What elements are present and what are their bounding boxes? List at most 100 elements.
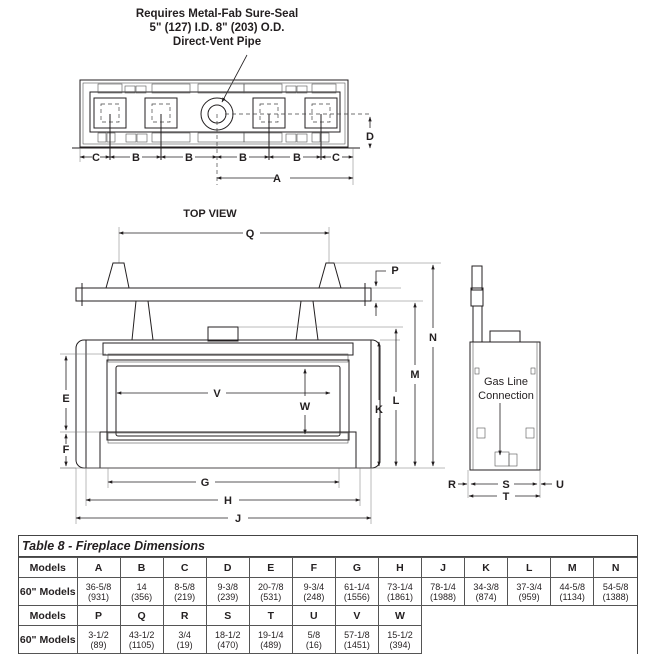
value-inches: 15-1/2	[387, 629, 413, 640]
value-inches: 3/4	[178, 629, 191, 640]
value-mm: (531)	[260, 591, 282, 602]
vent-callout-line-2: 5" (127) I.D. 8" (203) O.D.	[150, 22, 285, 34]
dim-label-f: F	[63, 444, 70, 456]
top-plan-view: Requires Metal-Fab Sure-Seal 5" (127) I.…	[72, 8, 374, 185]
value-inches: 8-5/8	[174, 581, 195, 592]
top-frame-outer	[79, 79, 349, 148]
value-cell-c: 8-5/8(219)	[162, 577, 207, 606]
value-mm: (356)	[131, 591, 153, 602]
value-cell-f: 9-3/4(248)	[291, 577, 336, 606]
value-mm: (19)	[176, 639, 193, 650]
value-cell-w: 15-1/2(394)	[377, 625, 422, 654]
header-cell-t: T	[248, 605, 293, 626]
dim-label-a: A	[273, 173, 281, 185]
header-cell-b: B	[119, 557, 164, 578]
value-inches: 5/8	[307, 629, 321, 640]
row-label: 60" Models	[19, 625, 78, 654]
header-cell-models: Models	[19, 557, 78, 578]
dim-label-p: P	[391, 265, 398, 277]
value-cell-n: 54-5/8(1388)	[593, 577, 637, 606]
header-cell-l: L	[507, 557, 552, 578]
value-mm: (931)	[88, 591, 110, 602]
value-cell-u: 5/8(16)	[291, 625, 336, 654]
dim-label-w: W	[300, 401, 311, 413]
dim-label-b-4: B	[293, 152, 301, 164]
header-cell-j: J	[420, 557, 466, 578]
vent-callout-line-3: Direct-Vent Pipe	[173, 36, 261, 48]
value-cell-r: 3/4(19)	[162, 625, 207, 654]
side-view: Gas Line Connection R S U T	[448, 265, 564, 503]
value-mm: (89)	[90, 639, 107, 650]
value-inches: 57-1/8	[344, 629, 370, 640]
dim-label-d: D	[366, 131, 374, 143]
dim-label-k: K	[375, 404, 383, 416]
gas-line-callout-line-1: Gas Line	[484, 376, 528, 388]
header-cell-h: H	[377, 557, 423, 578]
vent-callout-arrow	[221, 54, 248, 103]
empty-cell	[421, 605, 637, 654]
value-mm: (1134)	[559, 591, 585, 602]
value-mm: (874)	[475, 591, 497, 602]
dim-label-b-3: B	[239, 152, 247, 164]
row-label: 60" Models	[19, 577, 78, 606]
value-mm: (1988)	[430, 591, 457, 602]
header-cell-a: A	[76, 557, 121, 578]
value-cell-e: 20-7/8(531)	[248, 577, 293, 606]
header-cell-g: G	[334, 557, 379, 578]
value-cell-p: 3-1/2(89)	[76, 625, 121, 654]
dim-label-l: L	[393, 395, 400, 407]
value-mm: (248)	[303, 591, 325, 602]
header-cell-u: U	[291, 605, 336, 626]
value-cell-k: 34-3/8(874)	[464, 577, 509, 606]
header-cell-s: S	[205, 605, 250, 626]
header-cell-d: D	[205, 557, 250, 578]
dim-label-c-left: C	[92, 152, 100, 164]
value-cell-a: 36-5/8(931)	[76, 577, 121, 606]
header-cell-models: Models	[19, 605, 78, 626]
value-mm: (470)	[217, 639, 239, 650]
dim-label-r: R	[448, 479, 456, 491]
dim-label-s: S	[502, 479, 509, 491]
vent-callout-line-1: Requires Metal-Fab Sure-Seal	[136, 8, 298, 20]
value-inches: 73-1/4	[387, 581, 413, 592]
header-cell-k: K	[464, 557, 509, 578]
header-cell-w: W	[377, 605, 423, 626]
value-inches: 43-1/2	[128, 629, 155, 640]
header-cell-c: C	[162, 557, 207, 578]
value-inches: 14	[136, 581, 147, 592]
dim-label-v: V	[213, 388, 221, 400]
value-cell-m: 44-5/8(1134)	[550, 577, 595, 606]
dim-label-c-right: C	[332, 152, 340, 164]
dim-label-u: U	[556, 479, 564, 491]
dim-label-m: M	[410, 369, 419, 381]
value-inches: 34-3/8	[473, 581, 499, 592]
value-cell-l: 37-3/4(959)	[507, 577, 552, 606]
gas-line-callout-line-2: Connection	[478, 390, 534, 402]
value-inches: 54-5/8	[602, 581, 629, 592]
value-inches: 18-1/2	[214, 629, 241, 640]
dim-label-g: G	[201, 477, 210, 489]
value-mm: (219)	[174, 591, 196, 602]
value-inches: 36-5/8	[85, 581, 112, 592]
side-body	[469, 341, 541, 471]
value-inches: 78-1/4	[430, 581, 456, 592]
header-bar	[75, 287, 372, 302]
header-cell-v: V	[334, 605, 379, 626]
value-mm: (1388)	[602, 591, 629, 602]
value-inches: 19-1/4	[258, 629, 284, 640]
value-inches: 9-3/4	[303, 581, 325, 592]
value-inches: 3-1/2	[88, 629, 109, 640]
dim-label-h: H	[224, 495, 232, 507]
value-mm: (394)	[389, 639, 411, 650]
value-cell-h: 73-1/4(1861)	[377, 577, 423, 606]
dim-label-n: N	[429, 332, 437, 344]
value-cell-j: 78-1/4(1988)	[420, 577, 466, 606]
dim-label-t: T	[503, 491, 510, 503]
dim-label-j: J	[235, 513, 241, 525]
value-inches: 44-5/8	[559, 581, 585, 592]
fireplace-dimension-drawing: Requires Metal-Fab Sure-Seal 5" (127) I.…	[60, 8, 564, 525]
